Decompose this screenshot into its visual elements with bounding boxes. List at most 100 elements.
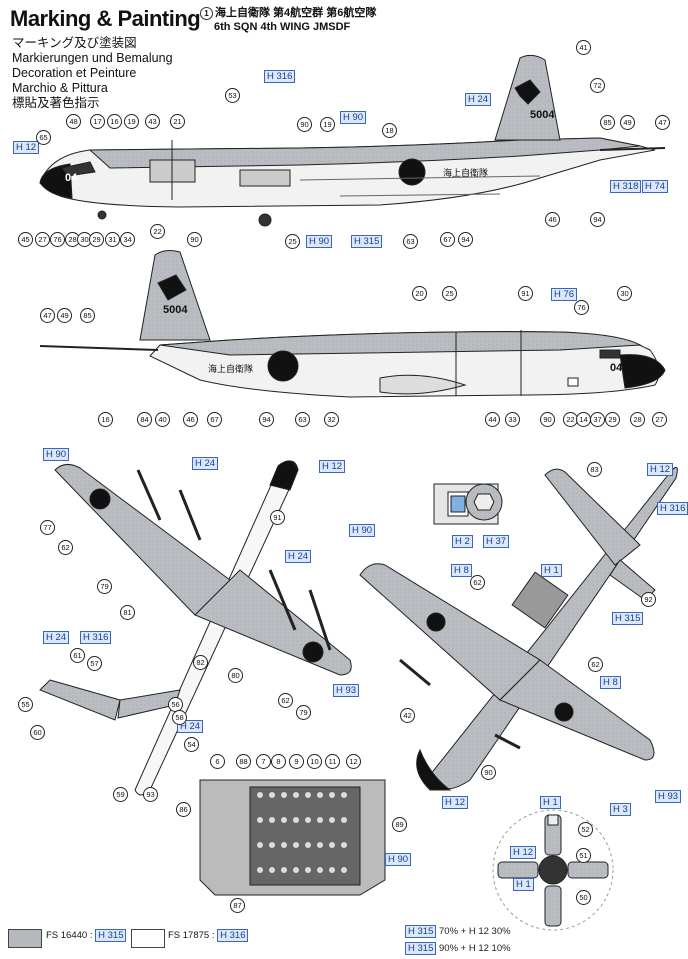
callout: 41 bbox=[576, 40, 591, 55]
callout: 47 bbox=[40, 308, 55, 323]
callout: 6 bbox=[210, 754, 225, 769]
unit-japanese: 海上自衛隊 第4航空群 第6航空隊 bbox=[215, 7, 377, 19]
color-label: H 315 bbox=[351, 235, 383, 248]
callout: 25 bbox=[442, 286, 457, 301]
fuselage-text-left: 海上自衛隊 bbox=[443, 168, 489, 178]
color-label: H 318 bbox=[610, 180, 642, 193]
callout: 65 bbox=[36, 130, 51, 145]
plan-view-bottom bbox=[359, 466, 678, 791]
color-label: H 24 bbox=[465, 93, 492, 106]
callout: 90 bbox=[297, 117, 312, 132]
page-title: Marking & Painting bbox=[10, 6, 201, 31]
callout: 46 bbox=[545, 212, 560, 227]
color-label: H 12 bbox=[647, 463, 674, 476]
color-label: H 12 bbox=[319, 460, 346, 473]
color-label: H 316 bbox=[657, 502, 688, 515]
callout: 80 bbox=[228, 668, 243, 683]
callout: 51 bbox=[576, 848, 591, 863]
callout: 94 bbox=[590, 212, 605, 227]
callout: 89 bbox=[392, 817, 407, 832]
callout: 29 bbox=[605, 412, 620, 427]
side-view-left bbox=[39, 54, 666, 227]
callout: 20 bbox=[412, 286, 427, 301]
callout: 94 bbox=[259, 412, 274, 427]
callout: 62 bbox=[58, 540, 73, 555]
callout: 11 bbox=[325, 754, 340, 769]
color-label: H 74 bbox=[642, 180, 669, 193]
color-label: H 90 bbox=[340, 111, 367, 124]
callout: 21 bbox=[170, 114, 185, 129]
callout: 47 bbox=[655, 115, 670, 130]
callout: 85 bbox=[80, 308, 95, 323]
callout: 17 bbox=[90, 114, 105, 129]
color-label: H 90 bbox=[385, 853, 412, 866]
legend-swatch-gray bbox=[8, 929, 42, 948]
fuselage-text-right: 海上自衛隊 bbox=[208, 364, 254, 374]
color-label: H 1 bbox=[540, 796, 561, 809]
callout: 27 bbox=[652, 412, 667, 427]
unit-english: 6th SQN 4th WING JMSDF bbox=[214, 21, 351, 33]
color-label: H 8 bbox=[451, 564, 472, 577]
callout: 44 bbox=[485, 412, 500, 427]
callout: 62 bbox=[470, 575, 485, 590]
callout: 16 bbox=[107, 114, 122, 129]
callout: 28 bbox=[630, 412, 645, 427]
callout: 79 bbox=[296, 705, 311, 720]
callout: 7 bbox=[256, 754, 271, 769]
callout: 90 bbox=[540, 412, 555, 427]
callout: 58 bbox=[172, 710, 187, 725]
mix-label-1: H 315 70% + H 12 30% bbox=[405, 925, 511, 938]
callout: 42 bbox=[400, 708, 415, 723]
callout: 61 bbox=[70, 648, 85, 663]
color-label: H 3 bbox=[610, 803, 631, 816]
callout: 85 bbox=[600, 115, 615, 130]
callout: 19 bbox=[124, 114, 139, 129]
callout: 16 bbox=[98, 412, 113, 427]
callout: 79 bbox=[97, 579, 112, 594]
callout: 31 bbox=[105, 232, 120, 247]
callout: 32 bbox=[324, 412, 339, 427]
color-label: H 24 bbox=[192, 457, 219, 470]
callout: 40 bbox=[155, 412, 170, 427]
callout: 90 bbox=[481, 765, 496, 780]
callout: 43 bbox=[145, 114, 160, 129]
callout: 53 bbox=[225, 88, 240, 103]
callout: 62 bbox=[588, 657, 603, 672]
callout: 33 bbox=[505, 412, 520, 427]
callout: 91 bbox=[518, 286, 533, 301]
callout: 62 bbox=[278, 693, 293, 708]
callout: 46 bbox=[183, 412, 198, 427]
callout: 9 bbox=[289, 754, 304, 769]
callout: 81 bbox=[120, 605, 135, 620]
callout: 86 bbox=[176, 802, 191, 817]
callout: 60 bbox=[30, 725, 45, 740]
callout: 91 bbox=[270, 510, 285, 525]
lang-japanese: マーキング及び塗装図 bbox=[12, 36, 137, 50]
color-label: H 1 bbox=[541, 564, 562, 577]
legend-swatch-white bbox=[131, 929, 165, 948]
callout: 90 bbox=[187, 232, 202, 247]
callout: 48 bbox=[66, 114, 81, 129]
unit-number-badge: 1 bbox=[200, 7, 213, 20]
nose-number-left: 04 bbox=[65, 172, 78, 184]
color-label: H 2 bbox=[452, 535, 473, 548]
callout: 72 bbox=[590, 78, 605, 93]
callout: 94 bbox=[458, 232, 473, 247]
callout: 57 bbox=[87, 656, 102, 671]
callout: 34 bbox=[120, 232, 135, 247]
color-label: H 90 bbox=[306, 235, 333, 248]
color-label: H 37 bbox=[483, 535, 510, 548]
color-label: H 316 bbox=[264, 70, 296, 83]
callout: 93 bbox=[143, 787, 158, 802]
lang-german: Markierungen und Bemalung bbox=[12, 51, 173, 65]
color-label: H 316 bbox=[80, 631, 112, 644]
bomb-bay-detail bbox=[199, 779, 386, 896]
tail-number-left: 5004 bbox=[530, 109, 555, 121]
callout: 63 bbox=[403, 234, 418, 249]
callout: 14 bbox=[576, 412, 591, 427]
radome-detail bbox=[433, 483, 503, 525]
color-label: H 76 bbox=[551, 288, 578, 301]
callout: 19 bbox=[320, 117, 335, 132]
